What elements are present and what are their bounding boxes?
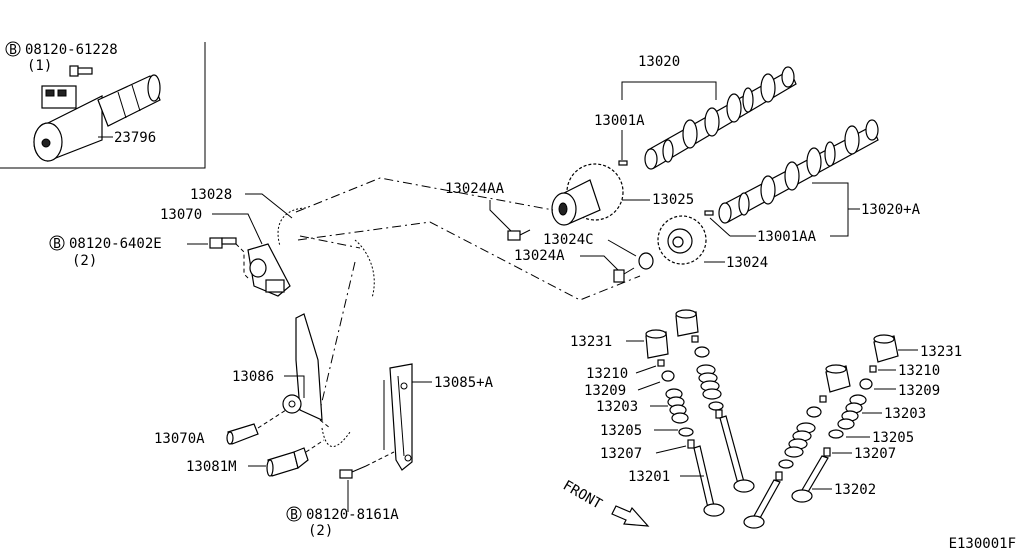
label-lifter-left[interactable]: 13231: [570, 334, 612, 350]
label-chain-13028[interactable]: 13028: [190, 187, 232, 203]
sprocket-13024-part[interactable]: [657, 215, 707, 265]
label-retainer-right[interactable]: 13209: [898, 383, 940, 399]
lifter-right-part[interactable]: [873, 334, 899, 363]
label-bolt-bottom-qty: (2): [308, 523, 333, 539]
seat-right-part[interactable]: [828, 429, 844, 439]
label-valve-exhaust[interactable]: 13202: [834, 482, 876, 498]
label-bolt-top-qty: (1): [27, 58, 52, 74]
label-pin-13070A[interactable]: 13070A: [154, 431, 205, 447]
bolt-top-part[interactable]: [69, 65, 93, 77]
spring-right-part[interactable]: [837, 394, 867, 430]
svg-text:B: B: [290, 508, 298, 523]
label-bolt-13024AA[interactable]: 13024AA: [445, 181, 505, 197]
valve-intake-part[interactable]: [693, 445, 725, 517]
svg-text:B: B: [9, 43, 17, 58]
label-lifter-right[interactable]: 13231: [920, 344, 962, 360]
washer-c-part[interactable]: [638, 252, 654, 270]
chain-guide-13086-part[interactable]: [282, 313, 323, 421]
diagram-code: E130001F: [949, 536, 1016, 552]
bolt-bottom-part[interactable]: [339, 465, 367, 479]
valve-train-right-2[interactable]: [743, 395, 827, 529]
label-bolt-mid[interactable]: 08120-6402E: [69, 236, 162, 252]
label-washer-c[interactable]: 13024C: [543, 232, 594, 248]
seal-right-part[interactable]: [823, 447, 831, 457]
keeper-right-part[interactable]: [869, 365, 877, 373]
label-spring-right[interactable]: 13203: [884, 406, 926, 422]
label-camshaft[interactable]: 13020: [638, 54, 680, 70]
label-guide-13086[interactable]: 13086: [232, 369, 274, 385]
label-bolt-mid-qty: (2): [72, 253, 97, 269]
pin-13070A-part[interactable]: [226, 423, 259, 445]
keeper-left-part[interactable]: [657, 359, 665, 367]
spring-left-part[interactable]: [665, 388, 689, 424]
label-solenoid[interactable]: 23796: [114, 130, 156, 146]
solenoid-valve-part[interactable]: [33, 74, 161, 162]
label-dowel-2[interactable]: 13001AA: [757, 229, 817, 245]
label-sprocket-13024[interactable]: 13024: [726, 255, 768, 271]
label-tensioner-13070[interactable]: 13070: [160, 207, 202, 223]
front-label: FRONT: [560, 478, 605, 513]
timing-chain-part[interactable]: [277, 207, 375, 447]
inset-box: [0, 42, 206, 169]
lifter-left-2-part[interactable]: [675, 309, 699, 337]
tensioner-13070-part[interactable]: [247, 243, 291, 297]
bolt-13024AA-part[interactable]: [507, 229, 531, 241]
bolt-mid-part[interactable]: [209, 237, 237, 249]
valve-train-left-2[interactable]: [691, 335, 755, 493]
label-dowel-1[interactable]: 13001A: [594, 113, 645, 129]
sprocket-13025-part[interactable]: [551, 163, 624, 226]
lifter-right-2-part[interactable]: [825, 364, 851, 393]
seat-left-part[interactable]: [678, 427, 694, 437]
seal-left-part[interactable]: [687, 439, 695, 449]
label-keeper-right[interactable]: 13210: [898, 363, 940, 379]
label-bolt-top[interactable]: 08120-61228: [25, 42, 118, 58]
retainer-right-part[interactable]: [859, 378, 873, 390]
label-bolt-bottom[interactable]: 08120-8161A: [306, 507, 399, 523]
lifter-left-part[interactable]: [645, 329, 669, 359]
label-spring-left[interactable]: 13203: [596, 399, 638, 415]
label-guide-13085[interactable]: 13085+A: [434, 375, 494, 391]
label-valve-intake[interactable]: 13201: [628, 469, 670, 485]
label-camshaft-b[interactable]: 13020+A: [861, 202, 921, 218]
camshaft-lower-part[interactable]: [718, 119, 879, 224]
label-seal-right[interactable]: 13207: [854, 446, 896, 462]
camshaft-upper-part[interactable]: [644, 66, 797, 170]
tensioner-13081M-part[interactable]: [266, 447, 309, 477]
chain-path: [295, 177, 641, 411]
label-keeper-left[interactable]: 13210: [586, 366, 628, 382]
retainer-left-part[interactable]: [661, 370, 675, 382]
bolt-13024A-part[interactable]: [613, 267, 635, 283]
circle-b-mid-icon: B: [49, 235, 65, 252]
label-bolt-13024A[interactable]: 13024A: [514, 248, 565, 264]
svg-text:B: B: [53, 237, 61, 252]
label-seat-right[interactable]: 13205: [872, 430, 914, 446]
circle-b-icon: B: [5, 41, 21, 58]
label-seat-left[interactable]: 13205: [600, 423, 642, 439]
label-retainer-left[interactable]: 13209: [584, 383, 626, 399]
chain-guide-13085-part[interactable]: [389, 363, 413, 471]
label-sprocket-13025[interactable]: 13025: [652, 192, 694, 208]
valve-exhaust-part[interactable]: [791, 455, 829, 503]
circle-b-bottom-icon: B: [286, 506, 302, 523]
label-tensioner-13081M[interactable]: 13081M: [186, 459, 237, 475]
label-seal-left[interactable]: 13207: [600, 446, 642, 462]
front-arrow-icon: [611, 505, 650, 527]
